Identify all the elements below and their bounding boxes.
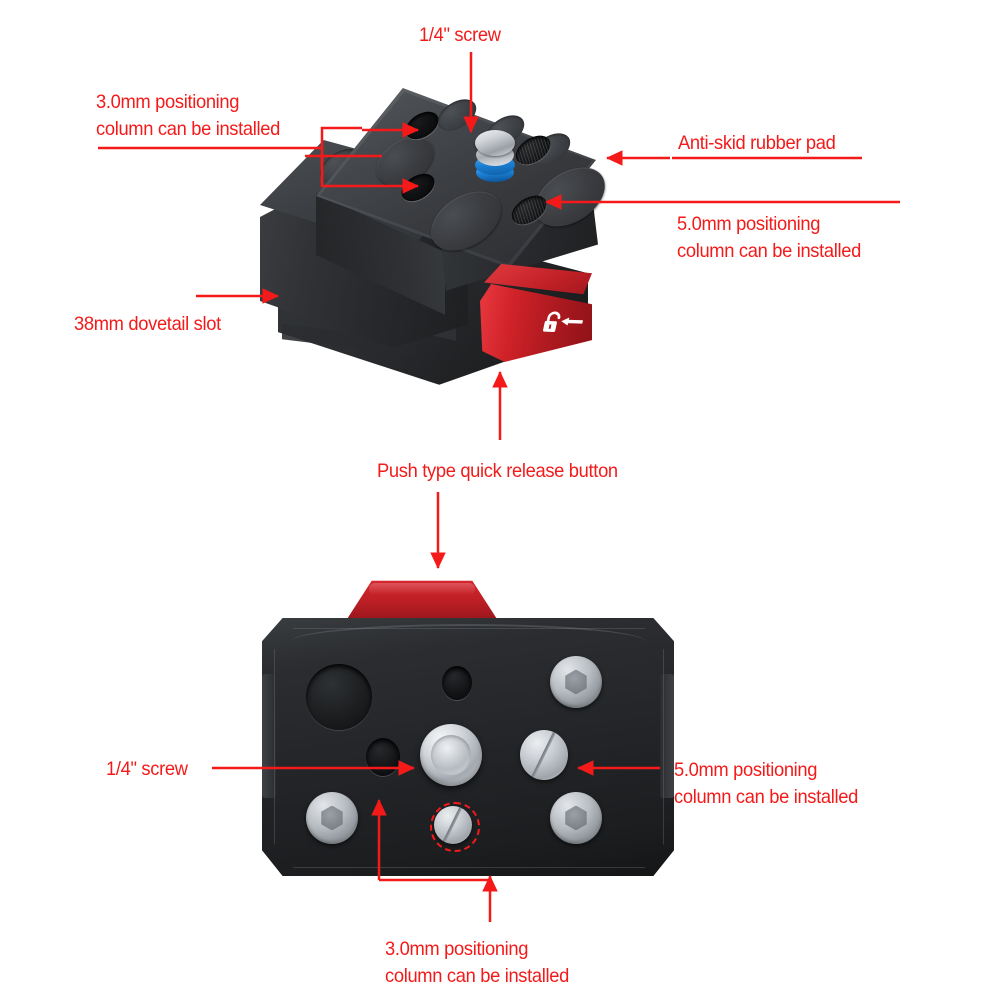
callout-dovetail-slot: 38mm dovetail slot xyxy=(74,313,221,335)
hex-screw-bottom-left xyxy=(306,792,358,844)
bottom-plate-view xyxy=(262,578,674,886)
quarter-inch-screw-top xyxy=(472,130,518,190)
plate-top-small-bore xyxy=(442,666,472,700)
screw-head xyxy=(475,130,515,156)
callout-3mm-top: 3.0mm positioning column can be installe… xyxy=(96,91,281,140)
callout-5mm-plate: 5.0mm positioning column can be installe… xyxy=(674,759,859,808)
quick-release-button-iso[interactable] xyxy=(480,264,592,364)
unlock-arrow-icon xyxy=(537,307,592,338)
hex-screw-top-right xyxy=(550,656,602,708)
callout-5mm-top: 5.0mm positioning column can be installe… xyxy=(677,213,862,262)
positioning-screw-3mm-plate[interactable] xyxy=(434,806,472,844)
callout-rubber-pad: Anti-skid rubber pad xyxy=(678,132,836,154)
callout-quarter-screw-plate: 1/4" screw xyxy=(106,758,188,780)
plate-left-edge xyxy=(262,674,276,798)
callout-3mm-plate: 3.0mm positioning column can be installe… xyxy=(385,938,570,987)
isometric-view xyxy=(258,86,658,396)
callout-quick-release-button: Push type quick release button xyxy=(377,460,618,482)
quarter-inch-screw-plate[interactable] xyxy=(420,724,482,786)
plate-large-bore xyxy=(306,664,372,730)
callout-quarter-screw-top: 1/4" screw xyxy=(419,24,501,46)
positioning-bore-3mm-plate xyxy=(366,738,400,776)
positioning-screw-5mm-plate[interactable] xyxy=(520,730,568,780)
quick-release-button-plate[interactable] xyxy=(348,580,496,624)
hex-screw-bottom-right xyxy=(550,792,602,844)
plate-right-edge xyxy=(660,674,674,798)
